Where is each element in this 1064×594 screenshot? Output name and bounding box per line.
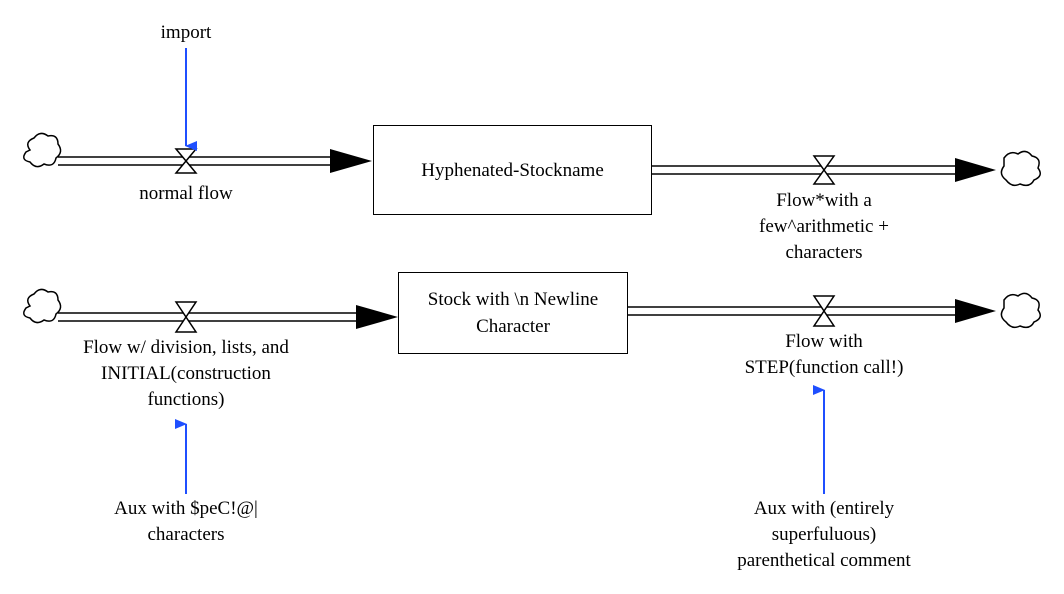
stock-label: Hyphenated-Stockname [421,159,604,181]
aux-parenthetical-comment[interactable]: Aux with (entirely superfuluous) parenth… [704,496,944,574]
flow-arrowhead [356,305,398,329]
flow-label-text: normal flow [139,183,233,204]
stock-label-line-1: Stock with \n Newline [427,289,599,310]
flow-label-division[interactable]: Flow w/ division, lists, and INITIAL(con… [36,335,336,413]
valve-icon [812,295,836,327]
flow-label-line-1: Flow*with a [776,190,872,211]
aux-special-characters[interactable]: Aux with $peC!@| characters [86,496,286,548]
source-cloud-icon [23,132,62,168]
stock-newline-character[interactable]: Stock with \n Newline Character [398,272,628,354]
aux-label-text: import [160,22,212,43]
flow-label-line-3: functions) [147,389,225,410]
flow-label-line-2: INITIAL(construction [101,363,271,384]
flow-label-normal[interactable]: normal flow [86,181,286,207]
pipe-normal-flow [23,132,372,174]
valve-icon [174,301,198,333]
source-cloud-icon [23,288,62,324]
valve-icon [174,148,198,174]
flow-label-line-1: Flow with [785,331,863,352]
stock-label-line-2: Character [476,316,550,337]
flow-label-line-2: few^arithmetic + [759,216,889,237]
aux-label-line-1: Aux with $peC!@| [114,498,258,519]
sink-cloud-icon [1000,292,1041,329]
sink-cloud-icon [1000,150,1041,187]
pipe-division-flow [23,288,398,333]
aux-import[interactable]: import [136,20,236,46]
flow-label-line-1: Flow w/ division, lists, and [83,337,289,358]
aux-label-line-2: characters [147,524,225,545]
flow-label-arith[interactable]: Flow*with a few^arithmetic + characters [724,188,924,266]
valve-icon [812,155,836,185]
aux-label-line-3: parenthetical comment [737,550,911,571]
pipe-arith-flow [652,150,1041,187]
flow-arrowhead [330,149,372,173]
flow-label-line-3: characters [785,242,863,263]
flow-arrowhead [955,299,996,323]
stock-hyphenated-stockname[interactable]: Hyphenated-Stockname [373,125,652,215]
flow-label-line-2: STEP(function call!) [744,357,904,378]
aux-label-line-1: Aux with (entirely [753,498,895,519]
flow-label-step[interactable]: Flow with STEP(function call!) [704,329,944,381]
flow-arrowhead [955,158,996,182]
pipe-step-flow [628,292,1041,329]
aux-label-line-2: superfuluous) [771,524,877,545]
